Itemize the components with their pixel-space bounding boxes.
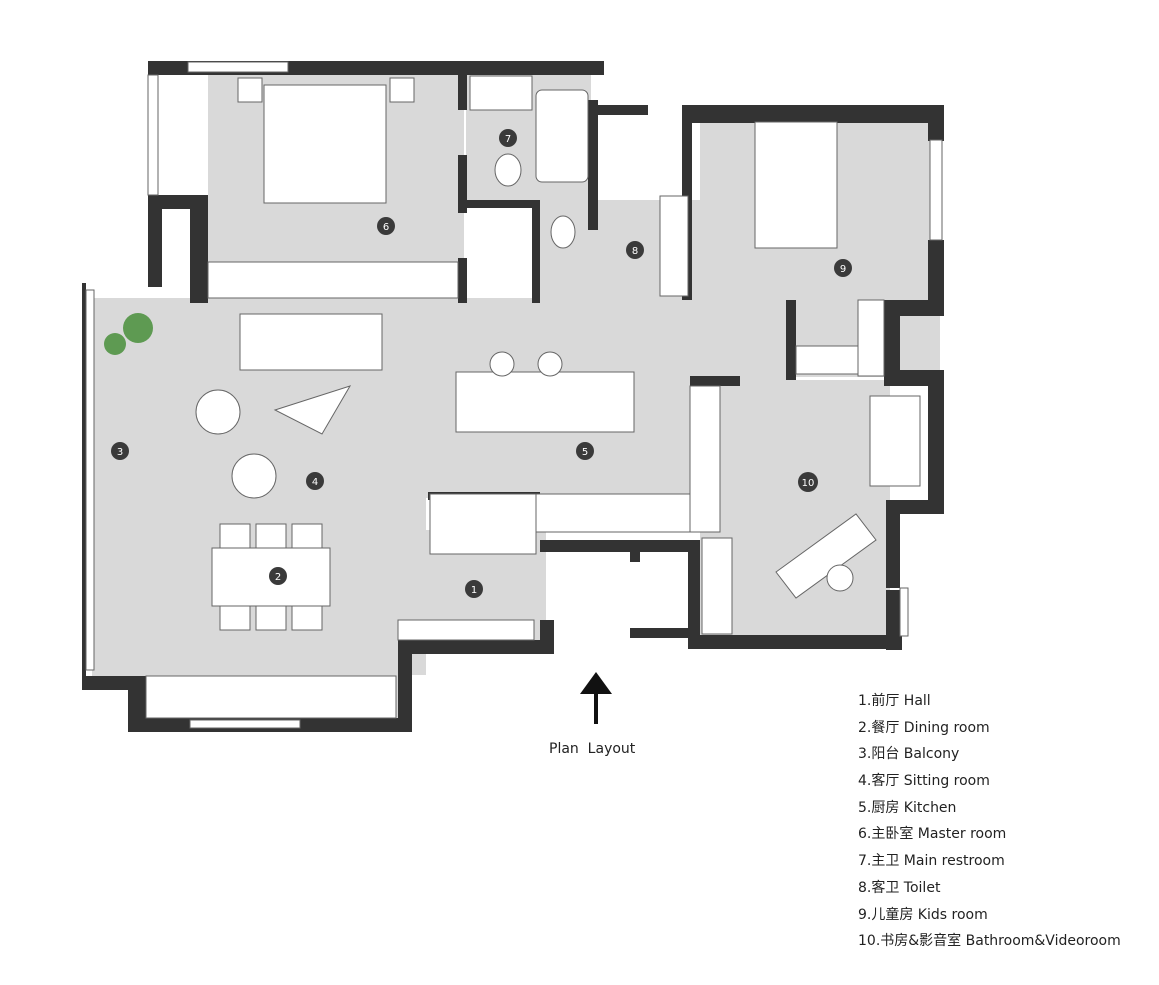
furniture: [145, 75, 921, 719]
svg-text:5: 5: [582, 447, 588, 458]
badge-room-9: 9: [834, 259, 852, 277]
chair-3: [291, 523, 323, 549]
plant-large: [123, 313, 153, 343]
sink-main: [469, 75, 533, 111]
room-badges: 1 2 3 4 5 6 7 8 9 10: [111, 129, 852, 598]
kitchen-island: [455, 371, 635, 433]
kitchen-counter: [535, 493, 691, 533]
stool-2: [537, 351, 563, 377]
room-legend: 1.前厅 Hall 2.餐厅 Dining room 3.阳台 Balcony …: [858, 688, 1121, 955]
vanity-guest: [659, 195, 689, 297]
nightstand-right: [389, 77, 415, 103]
badge-room-6: 6: [377, 217, 395, 235]
svg-text:7: 7: [505, 134, 511, 145]
coffee-table-1: [195, 389, 241, 435]
legend-item-kitchen: 5.厨房 Kitchen: [858, 799, 957, 816]
legend-item-toilet: 8.客卫 Toilet: [858, 879, 941, 896]
plan-caption: Plan Layout: [549, 741, 636, 757]
bathtub: [535, 89, 589, 183]
badge-room-7: 7: [499, 129, 517, 147]
plant-small: [104, 333, 126, 355]
legend-item-sitting-room: 4.客厅 Sitting room: [858, 773, 990, 790]
legend-item-dining-room: 2.餐厅 Dining room: [858, 719, 990, 736]
kids-wardrobe: [857, 299, 885, 377]
badge-room-4: 4: [306, 472, 324, 490]
svg-text:10: 10: [802, 478, 815, 489]
toilet-main: [494, 153, 522, 187]
badge-room-1: 1: [465, 580, 483, 598]
chair-1: [219, 523, 251, 549]
chair-5: [255, 605, 287, 631]
hall-cabinet: [429, 493, 537, 555]
study-sofa: [869, 395, 921, 487]
legend-item-main-restroom: 7.主卫 Main restroom: [858, 853, 1005, 870]
kids-shelf: [795, 345, 859, 375]
chair-4: [219, 605, 251, 631]
north-arrow-icon: [580, 672, 612, 724]
sofa: [239, 313, 383, 371]
plants: [104, 313, 153, 355]
badge-room-10: 10: [798, 472, 818, 492]
svg-text:3: 3: [117, 447, 123, 458]
legend-item-kids-room: 9.儿童房 Kids room: [858, 906, 988, 923]
master-bed: [263, 84, 387, 204]
coffee-table-2: [231, 453, 277, 499]
badge-room-5: 5: [576, 442, 594, 460]
legend-item-balcony: 3.阳台 Balcony: [858, 746, 960, 763]
svg-text:9: 9: [840, 264, 846, 275]
svg-text:1: 1: [471, 585, 477, 596]
balcony-cabinet: [145, 675, 397, 719]
side-table: [273, 385, 352, 435]
stool-1: [489, 351, 515, 377]
badge-room-2: 2: [269, 567, 287, 585]
chair-6: [291, 605, 323, 631]
svg-text:2: 2: [275, 572, 281, 583]
toilet-guest: [550, 215, 576, 249]
badge-room-8: 8: [626, 241, 644, 259]
shoe-cabinet: [397, 619, 535, 641]
windows: [85, 61, 943, 729]
svg-text:6: 6: [383, 222, 389, 233]
badge-room-3: 3: [111, 442, 129, 460]
floor-balcony: [92, 298, 148, 676]
kids-bed: [754, 121, 838, 249]
study-chair: [826, 564, 854, 592]
legend-item-hall: 1.前厅 Hall: [858, 693, 931, 709]
chair-2: [255, 523, 287, 549]
svg-text:8: 8: [632, 246, 638, 257]
kitchen-counter-side: [689, 385, 721, 533]
wardrobe-master: [207, 261, 459, 299]
legend-item-bathroom-videoroom: 10.书房&影音室 Bathroom&Videoroom: [858, 933, 1121, 950]
nightstand-left: [237, 77, 263, 103]
legend-item-master-room: 6.主卧室 Master room: [858, 826, 1007, 843]
study-cabinet: [701, 537, 733, 635]
svg-text:4: 4: [312, 477, 318, 488]
study-desk: [775, 513, 877, 599]
